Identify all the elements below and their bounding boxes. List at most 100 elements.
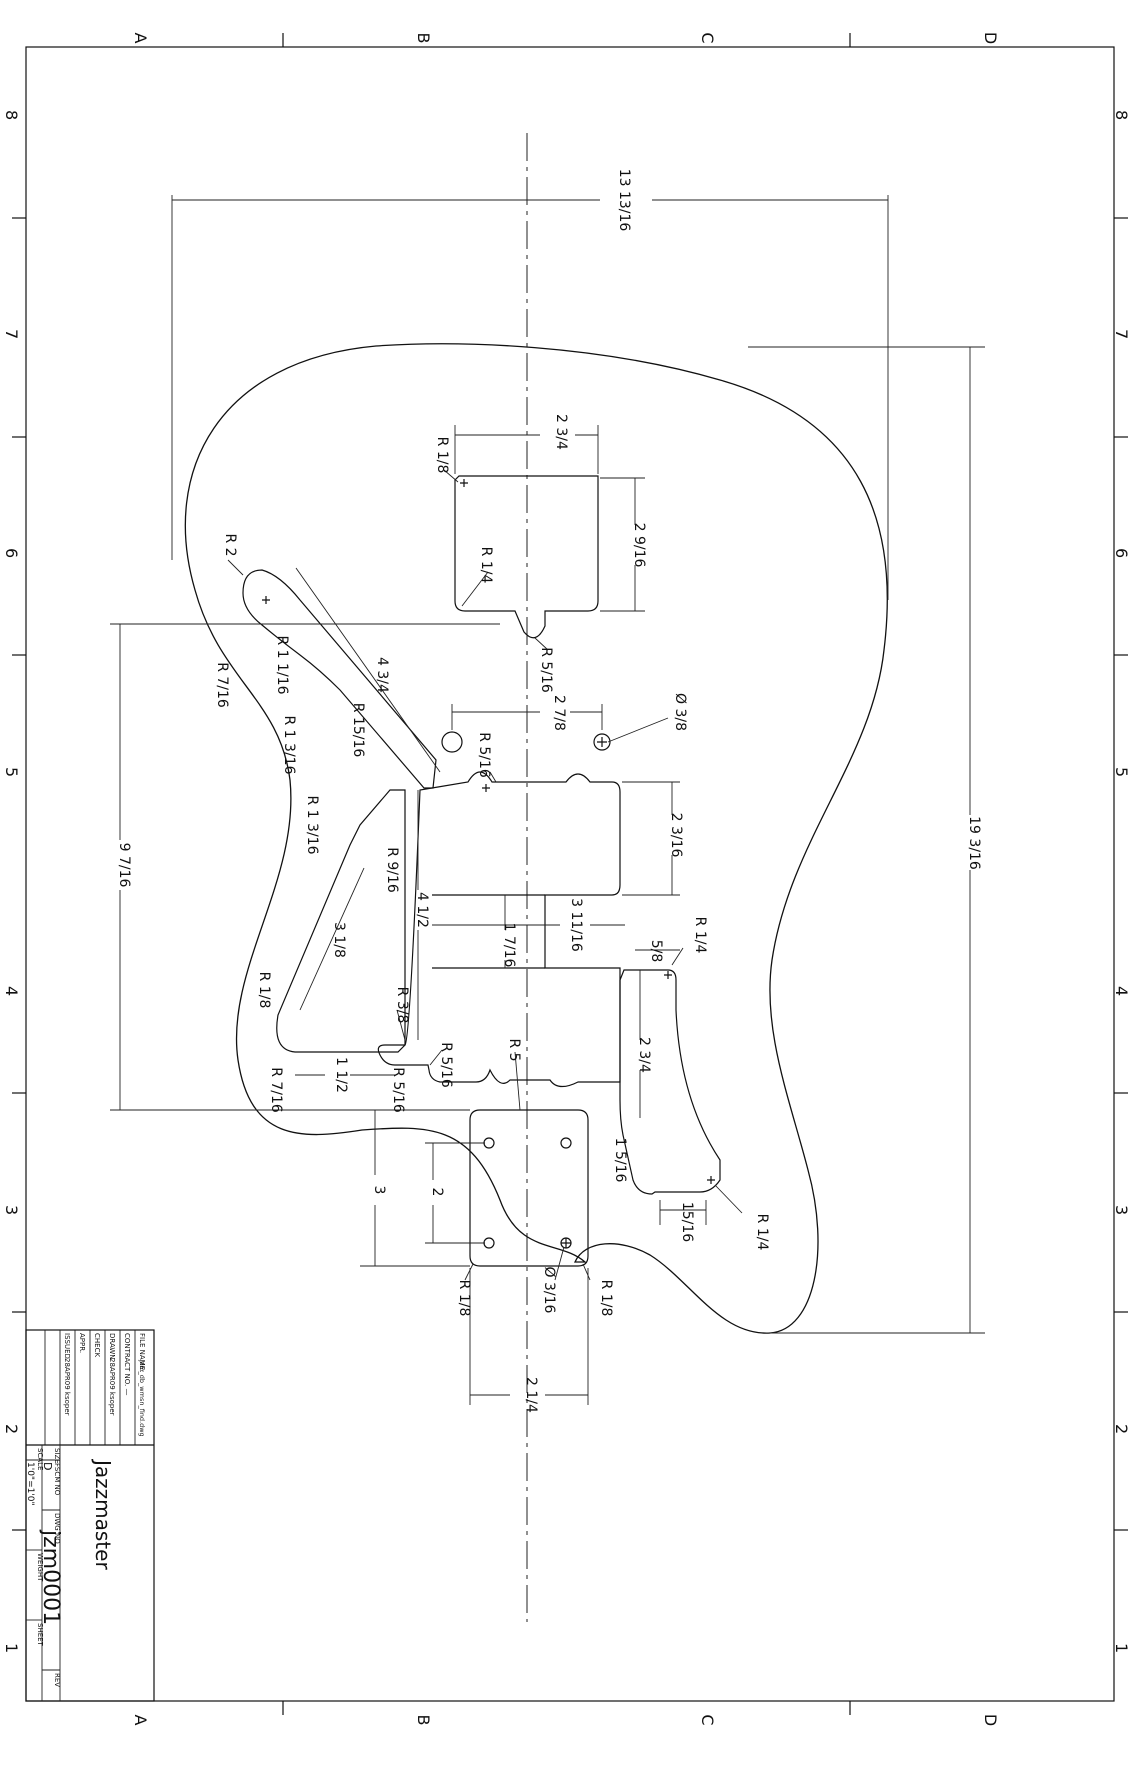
svg-text:ISSUED: ISSUED — [63, 1333, 71, 1359]
zone-number: 3 — [2, 1205, 21, 1215]
svg-text:FSCM NO: FSCM NO — [53, 1463, 61, 1496]
body-outline — [184, 343, 888, 1334]
dim-label: 2 3/16 — [668, 813, 684, 858]
zone-number: 1 — [2, 1643, 21, 1653]
svg-text:28APR09 ksoper: 28APR09 ksoper — [63, 1358, 71, 1416]
zone-number: 2 — [2, 1424, 21, 1434]
dim-label: 4 3/4 — [374, 657, 390, 693]
dim-label: 13 13/16 — [616, 169, 632, 232]
pickguard-cavity — [377, 771, 621, 1088]
tone-rout — [276, 789, 406, 1053]
dim-label: R 2 — [222, 533, 238, 556]
dim-label: R 5/16 — [438, 1042, 454, 1088]
svg-text:SHEET: SHEET — [36, 1623, 44, 1647]
dim-label: 15/16 — [679, 1202, 695, 1242]
dim-label: 2 9/16 — [631, 523, 647, 568]
dim-label: R 1/8 — [434, 437, 450, 474]
dim-label: Ø 3/8 — [672, 693, 688, 731]
dim-label: 3 11/16 — [568, 898, 584, 952]
zone-number: 4 — [2, 986, 21, 996]
drawing-title: Jazzmaster — [91, 1458, 115, 1570]
dim-label: R 5 — [506, 1038, 522, 1061]
dim-label: 3 — [371, 1186, 387, 1195]
neck-pickup-cavity — [454, 475, 599, 639]
dim-label: 2 7/8 — [551, 695, 567, 731]
dim-label: 1 5/16 — [612, 1138, 628, 1183]
zone-number: 8 — [2, 110, 21, 120]
dim-label: 1 1/2 — [333, 1057, 349, 1093]
zone-letters-top: A B C D — [131, 32, 1000, 44]
zone-number: 7 — [1112, 329, 1131, 339]
zone-letter: A — [131, 33, 150, 44]
dim-label: 9 7/16 — [116, 843, 132, 888]
dim-label: R 15/16 — [350, 703, 366, 758]
dim-label: R 1/8 — [598, 1280, 614, 1317]
zone-letter: A — [131, 1715, 150, 1726]
svg-text:28APR09 ksoper: 28APR09 ksoper — [108, 1358, 116, 1416]
svg-text:SCALE: SCALE — [36, 1448, 44, 1470]
zone-ticks — [12, 33, 1128, 1715]
switch-hole — [593, 733, 611, 751]
dim-label: 4 1/2 — [414, 892, 430, 928]
zone-numbers-left: 8 7 6 5 4 3 2 1 — [2, 110, 21, 1653]
dim-label: R 1/4 — [754, 1214, 770, 1251]
dim-label: R 1 1/16 — [274, 636, 290, 695]
zone-letter: D — [981, 1714, 1000, 1726]
dim-label: R 1/4 — [692, 917, 708, 954]
dim-label: R 1/8 — [256, 972, 272, 1009]
dim-label: R 1/8 — [456, 1280, 472, 1317]
svg-text:REV: REV — [53, 1673, 61, 1687]
zone-number: 7 — [2, 329, 21, 339]
dim-label: R 1 3/16 — [304, 796, 320, 855]
zone-number: 5 — [2, 767, 21, 777]
dim-label: Ø 3/16 — [541, 1267, 557, 1314]
zone-letter: C — [698, 32, 717, 43]
dim-label: 2 3/4 — [553, 414, 569, 450]
zone-number: 1 — [1112, 1643, 1131, 1653]
zone-letters-bottom: A B C D — [131, 1714, 1000, 1726]
jack-hole — [441, 731, 463, 753]
dimension-labels: 13 13/16 19 3/16 9 7/16 2 3/4 2 9/16 R 1… — [116, 169, 982, 1413]
svg-text:WEIGHT: WEIGHT — [36, 1553, 44, 1582]
center-marks — [262, 479, 715, 1248]
dim-label: R 5/16 — [538, 647, 554, 693]
svg-text:DWG NO: DWG NO — [53, 1513, 61, 1544]
mount-hole — [483, 1237, 495, 1249]
dimension-lines — [110, 195, 985, 1405]
dim-label: 1 7/16 — [501, 923, 517, 968]
svg-text:CONTRACT NO. —: CONTRACT NO. — — [123, 1333, 131, 1395]
dim-label: R 5/16 — [476, 732, 492, 778]
zone-number: 8 — [1112, 110, 1131, 120]
mount-hole — [483, 1137, 495, 1149]
svg-text:CHECK: CHECK — [93, 1333, 101, 1357]
size-value: D — [41, 1462, 54, 1470]
dim-label: R 3/8 — [394, 987, 410, 1024]
svg-text:jzm_db_wmsn_find.dwg: jzm_db_wmsn_find.dwg — [138, 1359, 146, 1437]
svg-text:DRAWN: DRAWN — [108, 1333, 116, 1360]
dim-label: R 7/16 — [214, 662, 230, 708]
drawing-number: jzm0001 — [38, 1529, 63, 1625]
sheet-edge — [8, 28, 1132, 1738]
zone-number: 3 — [1112, 1205, 1131, 1215]
title-block: FILE NAME: jzm_db_wmsn_find.dwg CONTRACT… — [25, 1329, 155, 1702]
zone-number: 6 — [1112, 548, 1131, 558]
zone-number: 4 — [1112, 986, 1131, 996]
dim-label: 19 3/16 — [966, 816, 982, 870]
mount-hole — [560, 1137, 572, 1149]
zone-number: 6 — [2, 548, 21, 558]
dim-label: R 1/4 — [478, 547, 494, 584]
dim-label: 2 1/4 — [523, 1377, 539, 1413]
dim-label: R 5/16 — [390, 1067, 406, 1113]
dim-label: 2 — [429, 1188, 445, 1197]
zone-letter: B — [414, 33, 433, 44]
lead-rhythm-rout — [242, 569, 437, 789]
svg-text:SIZE: SIZE — [53, 1448, 61, 1464]
dim-label: 5/8 — [648, 940, 664, 963]
dim-label: 3 1/8 — [331, 922, 347, 958]
zone-letter: D — [981, 32, 1000, 44]
dim-label: 2 3/4 — [636, 1037, 652, 1073]
outer-border — [25, 46, 1115, 1702]
dim-label: R 9/16 — [384, 847, 400, 893]
